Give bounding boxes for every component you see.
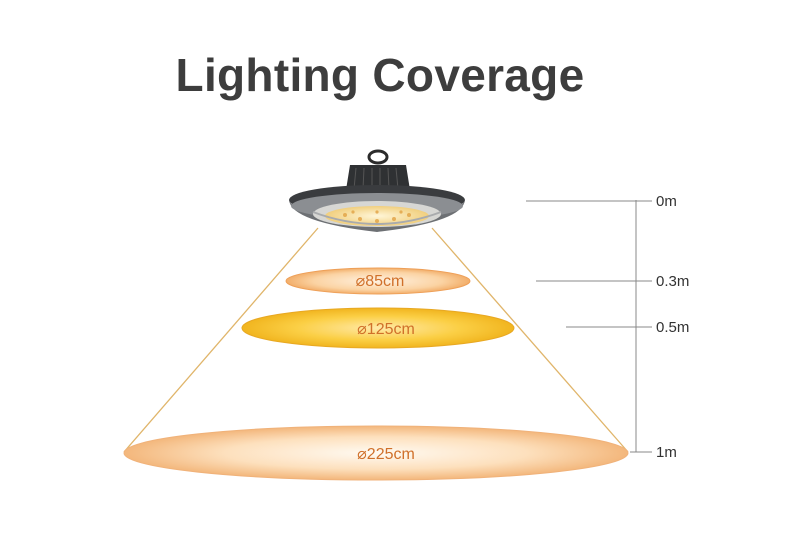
diameter-label-125cm: ⌀125cm [357,321,415,338]
coverage-ellipse-0-5m [241,307,515,349]
height-scale: 0m 0.3m 0.5m 1m [526,193,689,461]
height-label-1m: 1m [656,444,677,461]
height-label-0m: 0m [656,193,677,210]
beam-line-left [123,227,319,453]
beam-line-right [431,227,629,453]
high-bay-lamp-icon [289,149,465,232]
height-label-0-3m: 0.3m [656,273,689,290]
coverage-ellipse-0-3m [285,267,471,295]
diameter-label-85cm: ⌀85cm [356,273,405,290]
page-title: Lighting Coverage [175,49,585,101]
height-label-0-5m: 0.5m [656,319,689,336]
coverage-ellipse-1m [123,425,629,481]
diameter-label-225cm: ⌀225cm [357,446,415,463]
beam-cone [123,227,629,453]
